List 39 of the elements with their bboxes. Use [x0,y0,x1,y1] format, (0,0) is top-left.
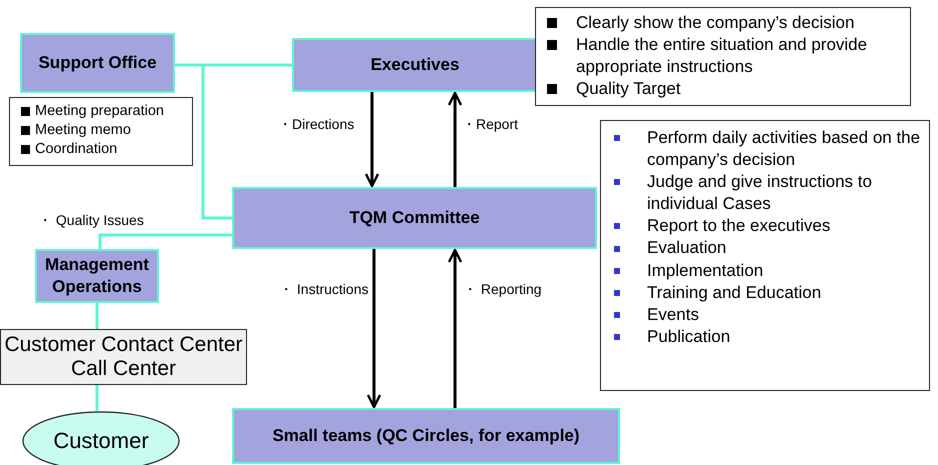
list-item-text: Judge and give instructions to individual Cases [647,171,873,216]
node-label: Small teams (QC Circles, for example) [272,424,580,447]
bullet-list-box [600,120,930,391]
list-item-text: Perform daily activities based on the company’s decision [647,127,921,172]
bullet-list-box [9,97,193,166]
node-label: Support Office [38,52,157,74]
node-label: Executives [370,54,460,76]
org-unit-box [292,38,538,92]
node-label: Customer [53,428,149,454]
list-item-text: Quality Target [576,78,681,100]
list-item-text: Training and Education [647,282,822,304]
list-item-text: Report to the executives [647,215,830,238]
bullet-list-box [535,7,911,106]
list-item-text: Coordination [35,140,118,159]
arrow [366,249,382,408]
arrow [448,248,462,408]
list-item-text: Meeting memo [35,120,131,140]
arrow [448,92,462,187]
list-item-text: Events [647,304,699,326]
connector-line [96,385,98,411]
list-item-text: Evaluation [647,237,726,260]
org-unit-box [232,187,597,249]
node-label: Management Operations [44,254,150,298]
list-item-text: Clearly show the company’s decision [576,12,854,34]
list-item-text: Meeting preparation [35,102,164,121]
list-item-text: Handle the entire situation and provide appropriate instructions [576,34,868,78]
contact-center-box [0,329,247,385]
arrow [364,92,380,188]
node-label: TQM Committee [349,206,480,229]
node-label: Call Center [70,357,176,382]
connector-line [96,303,98,329]
connector-line [175,64,232,220]
list-item-text: Implementation [647,260,764,282]
org-unit-box [232,408,620,464]
list-item-text: Publication [647,326,730,348]
org-unit-box [20,33,175,93]
node-label: Customer Contact Center [4,332,243,357]
org-unit-box [35,249,159,303]
connector-line [98,234,232,249]
